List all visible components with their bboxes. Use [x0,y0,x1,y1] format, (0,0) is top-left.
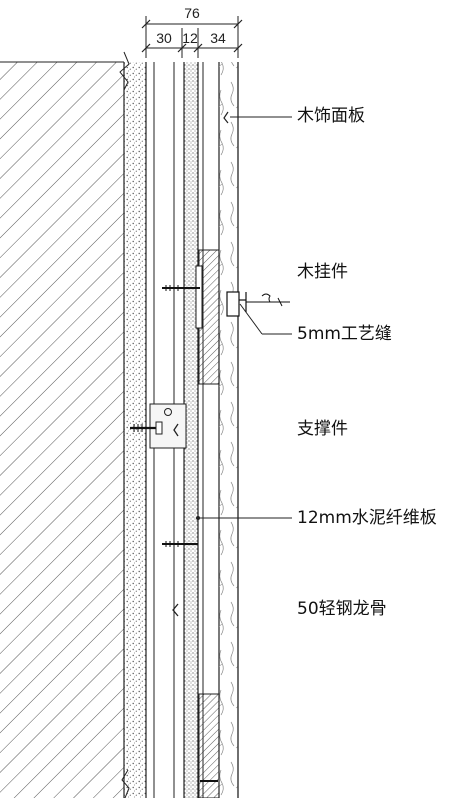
dim-total: 76 [184,5,200,21]
gap-clip [226,291,290,317]
dimension-lines [141,16,243,58]
dim-seg-2: 12 [182,30,198,46]
label-steel-keel: 50轻钢龙骨 [297,599,387,619]
wood-hanger-lower [198,693,220,798]
support-bracket [130,403,187,449]
label-cement-board: 12mm水泥纤维板 [297,508,437,528]
label-support: 支撑件 [297,419,348,439]
cement-fiber-board [184,62,199,798]
wood-panel [219,62,239,798]
screws [162,285,218,782]
wood-hanger-upper [195,249,220,385]
label-wood-panel: 木饰面板 [297,106,365,126]
dim-seg-3: 34 [210,30,226,46]
leader-lines [196,116,292,520]
label-gap: 5mm工艺缝 [297,324,392,344]
gap-layer [202,62,220,798]
plaster-layer [119,51,147,798]
base-wall [0,61,124,798]
label-wood-hanger: 木挂件 [297,262,348,282]
dim-seg-1: 30 [156,30,172,46]
